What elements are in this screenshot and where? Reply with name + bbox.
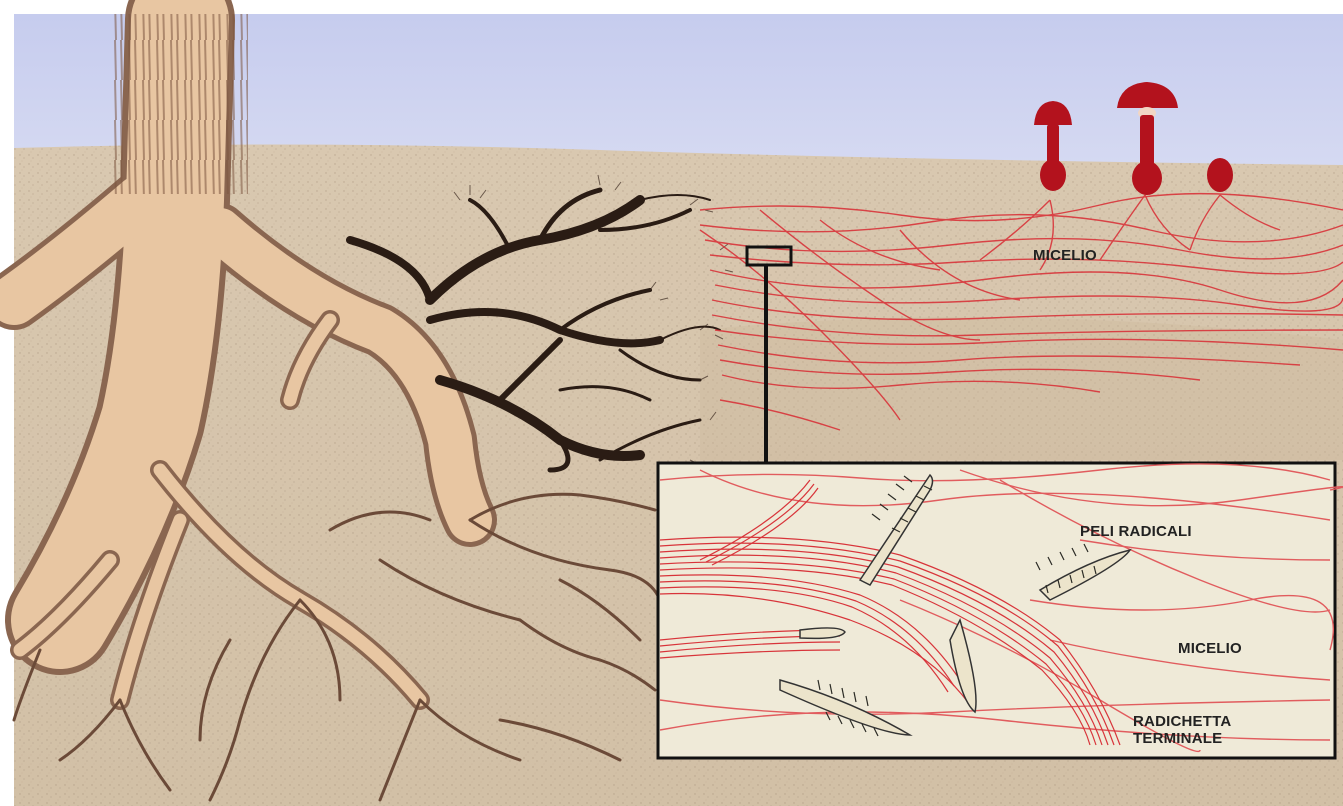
label-mycelium-inset: MICELIO [1178,640,1242,657]
mushroom-icon [1207,158,1233,192]
label-terminal-rootlet-line2: TERMINALE [1133,730,1222,747]
label-root-hairs: PELI RADICALI [1080,523,1192,540]
inset-detail [658,463,1343,758]
label-mycelium: MICELIO [1033,247,1097,264]
tree-trunk [112,14,248,194]
label-terminal-rootlet-line1: RADICHETTA [1133,713,1231,730]
